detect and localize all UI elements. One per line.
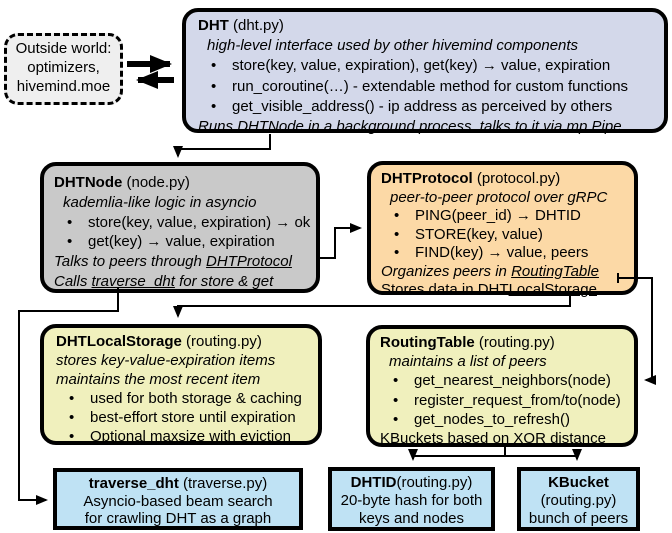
routing-file: (routing.py): [474, 334, 555, 351]
outside-world-line-2: optimizers,: [27, 59, 100, 76]
dhtnode-bullet-2: get(key) → value, expiration: [54, 232, 316, 252]
dht-bullet-3: get_visible_address() - ip address as pe…: [198, 97, 664, 117]
dhtnode-subtitle: kademlia-like logic in asyncio: [63, 193, 257, 211]
dhtprotocol-bullet-1: PING(peer_id) → DHTID: [381, 207, 634, 226]
storage-file: (routing.py): [181, 333, 262, 350]
traverse-line-2: for crawling DHT as a graph: [84, 510, 272, 527]
dhtnode-title: DHTNode: [54, 174, 123, 191]
dhtnode-footer2-prefix: Calls: [54, 272, 92, 290]
arrow-dht-to-dhtnode: [173, 134, 271, 158]
dhtnode-bullet-1: store(key, value, expiration) → ok: [54, 213, 316, 233]
dhtid-box: DHTID(routing.py) 20-byte hash for both …: [328, 467, 495, 531]
dht-title-line: DHT (dht.py): [198, 16, 664, 36]
storage-subtitle-2: maintains the most recent item: [56, 371, 261, 388]
arrow-dhtnode-to-dhtprotocol: [317, 223, 362, 259]
dhtprotocol-file: (protocol.py): [472, 170, 561, 187]
traverse-title: traverse_dht: [88, 475, 179, 492]
dht-footer-suffix: in a background process, talks to it via…: [303, 118, 622, 136]
storage-bullet-2: best-effort store until expiration: [56, 408, 318, 427]
dhtnode-footer2-link-traverse: traverse_dht: [91, 272, 175, 290]
dhtprotocol-bullet-2: STORE(key, value): [381, 226, 634, 245]
dhtnode-title-line: DHTNode (node.py): [54, 173, 316, 193]
traverse-file: (traverse.py): [178, 475, 268, 492]
outside-world-line-3: hivemind.moe: [16, 78, 111, 95]
dht-subtitle: high-level interface used by other hivem…: [207, 37, 579, 55]
routing-bullet-1: get_nearest_neighbors(node): [380, 371, 634, 390]
routing-subtitle: maintains a list of peers: [389, 353, 547, 371]
routing-title-line: RoutingTable (routing.py): [380, 333, 634, 352]
dhtnode-footer-1: Talks to peers through DHTProtocol: [54, 252, 316, 272]
storage-title: DHTLocalStorage: [56, 333, 182, 350]
dhtprotocol-title: DHTProtocol: [381, 170, 473, 187]
dhtprotocol-footer2-prefix: Stores data in DHT: [381, 281, 509, 298]
dhtprotocol-title-line: DHTProtocol (protocol.py): [381, 170, 634, 189]
dhtlocalstorage-box: DHTLocalStorage (routing.py) stores key-…: [40, 324, 322, 446]
routing-footer: KBuckets based on XOR distance: [380, 430, 606, 448]
kbucket-box: KBucket (routing.py) bunch of peers: [517, 467, 640, 531]
dhtprotocol-footer1-prefix: Organizes peers in: [381, 262, 512, 280]
traverse-title-line: traverse_dht (traverse.py): [57, 475, 299, 493]
kbucket-title: KBucket: [548, 474, 609, 491]
dhtnode-box: DHTNode (node.py) kademlia-like logic in…: [40, 162, 320, 293]
kbucket-file: (routing.py): [540, 492, 617, 509]
dhtid-title: DHTID: [350, 474, 397, 491]
dhtnode-footer-2: Calls traverse_dht for store & get: [54, 272, 316, 292]
dhtid-line-1: 20-byte hash for both: [340, 492, 483, 509]
dhtprotocol-footer1-link-routingtable: RoutingTable: [511, 262, 599, 280]
dhtprotocol-footer2-link-localstorage: LocalStorage: [508, 281, 597, 298]
routing-bullet-2: register_request_from/to(node): [380, 391, 634, 410]
dhtprotocol-subtitle: peer-to-peer protocol over gRPC: [390, 188, 608, 206]
kbucket-title-line: KBucket: [521, 474, 636, 492]
routing-bullet-3: get_nodes_to_refresh(): [380, 410, 634, 429]
traverse-dht-box: traverse_dht (traverse.py) Asyncio-based…: [53, 468, 303, 530]
dht-file: (dht.py): [228, 17, 284, 34]
traverse-line-1: Asyncio-based beam search: [83, 492, 273, 510]
routing-title: RoutingTable: [380, 334, 475, 351]
dht-footer: Runs DHTNode in a background process, ta…: [198, 117, 664, 137]
storage-bullet-1: used for both storage & caching: [56, 389, 318, 408]
dhtnode-file: (node.py): [122, 174, 190, 191]
dht-footer-link-dhtnode: DHTNode: [237, 118, 304, 136]
kbucket-line-1: bunch of peers: [528, 510, 629, 527]
dht-title: DHT: [198, 17, 229, 34]
storage-bullet-3: Optional maxsize with eviction: [56, 427, 318, 446]
dht-bullet-1: store(key, value, expiration), get(key) …: [198, 56, 664, 76]
outside-world-box: Outside world: optimizers, hivemind.moe: [4, 33, 123, 105]
split-routingtable-children: [413, 447, 577, 457]
dhtnode-footer1-link-dhtprotocol: DHTProtocol: [206, 253, 292, 271]
storage-title-line: DHTLocalStorage (routing.py): [56, 332, 318, 351]
dhtid-line-2: keys and nodes: [358, 510, 465, 527]
dht-footer-prefix: Runs: [198, 118, 238, 136]
dhtprotocol-box: DHTProtocol (protocol.py) peer-to-peer p…: [367, 161, 638, 298]
dhtnode-footer2-suffix: for store & get: [174, 272, 274, 290]
storage-subtitle-1: stores key-value-expiration items: [56, 352, 276, 369]
dhtprotocol-footer-1: Organizes peers in RoutingTable: [381, 263, 634, 282]
dhtprotocol-bullet-3: FIND(key) → value, peers: [381, 244, 634, 263]
dht-box: DHT (dht.py) high-level interface used b…: [182, 8, 668, 135]
dhtprotocol-footer-2: Stores data in DHTLocalStorage: [381, 281, 634, 300]
dhtid-file: (routing.py): [396, 474, 473, 491]
routingtable-box: RoutingTable (routing.py) maintains a li…: [366, 325, 638, 447]
dhtid-title-line: DHTID(routing.py): [332, 474, 491, 492]
dhtnode-footer1-prefix: Talks to peers through: [54, 253, 207, 271]
dht-bullet-2: run_coroutine(…) - extendable method for…: [198, 77, 664, 97]
outside-world-line-1: Outside world:: [15, 40, 112, 57]
